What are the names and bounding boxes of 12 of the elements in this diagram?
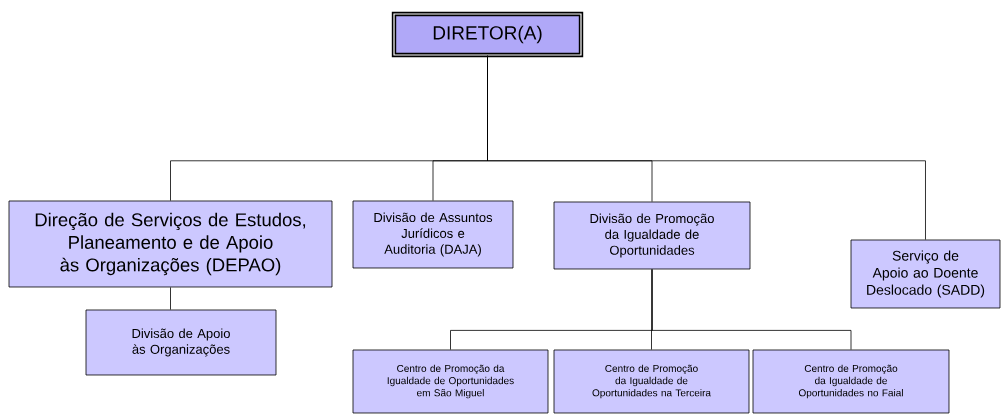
title-box: DIRETOR(A) [391,11,584,58]
unit-box: Centro de Promoção da Igualdade de Oportunidades no Faial [752,349,950,414]
unit-box: Divisão de Assuntos Jurídicos e Auditoria (DAJA) [352,200,514,269]
unit-box: Centro de Promoção da Igualdade de Oportunidades na Terceira [553,349,750,414]
unit-box: Serviço de Apoio ao Doente Deslocado (SADD) [850,239,1001,309]
unit-box: Centro de Promoção da Igualdade de Oportunidades em São Miguel [352,349,549,414]
connector-line [170,287,171,310]
unit-box: Direção de Serviços de Estudos, Planeamento e de Apoio às Organizações (DEPAO) [8,200,333,288]
connector-line [487,55,926,240]
connector-line [651,269,852,350]
unit-box: Divisão de Apoio às Organizações [85,309,277,376]
unit-box: Divisão de Promoção da Igualdade de Oportunidades [553,201,751,270]
